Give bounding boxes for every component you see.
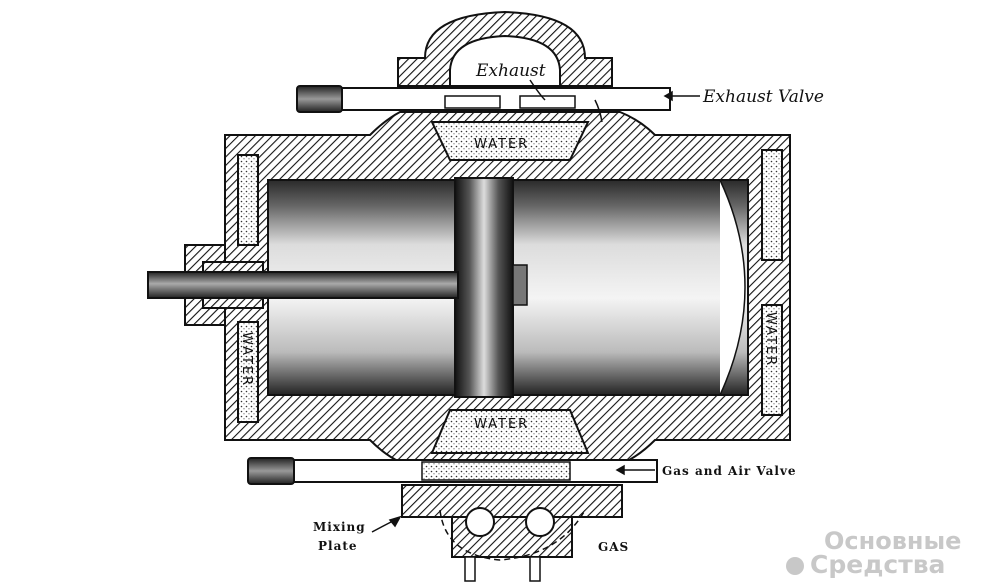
watermark-logo: Основные Средства bbox=[786, 529, 986, 577]
exhaust-valve-label: Exhaust Valve bbox=[702, 87, 824, 107]
water-bottom-label: WATER bbox=[474, 417, 529, 432]
watermark-dot-icon bbox=[786, 557, 804, 575]
exhaust-label: Exhaust bbox=[475, 61, 546, 81]
gas-label: GAS bbox=[598, 540, 629, 554]
water-jackets bbox=[237, 121, 783, 454]
mixing-block bbox=[401, 484, 623, 582]
watermark-line-2-text: Средства bbox=[810, 550, 946, 579]
mixing-plate-label-2: Plate bbox=[318, 539, 358, 553]
piston-rod bbox=[147, 271, 459, 299]
piston bbox=[454, 177, 528, 398]
water-right-label: WATER bbox=[763, 312, 778, 367]
exhaust-dome bbox=[397, 10, 613, 87]
flow-arrows bbox=[371, 79, 700, 533]
watermark-line-1: Основные bbox=[824, 527, 962, 555]
watermark-line-2: Средства bbox=[786, 550, 986, 579]
exhaust-valve-rod bbox=[296, 85, 671, 113]
water-left-label: WATER bbox=[239, 332, 254, 387]
water-top-label: WATER bbox=[474, 137, 529, 152]
mixing-plate-label-1: Mixing bbox=[313, 520, 366, 534]
gas-air-valve-label: Gas and Air Valve bbox=[662, 464, 797, 478]
gas-air-valve-rod bbox=[247, 457, 658, 485]
